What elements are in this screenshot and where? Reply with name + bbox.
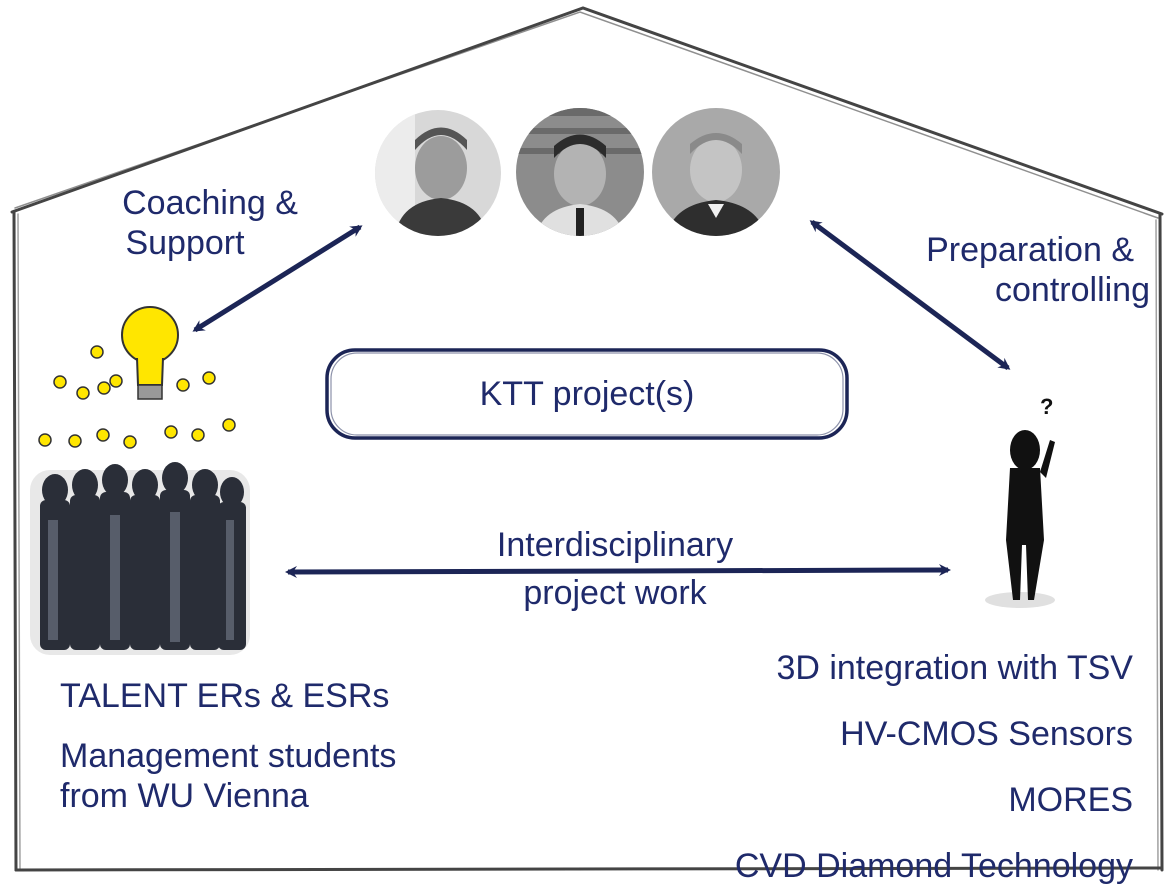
idea-lightbulb-icon	[121, 306, 179, 400]
small-ideas-icon	[38, 345, 236, 449]
right-technology-list: 3D integration with TSV HV-CMOS Sensors …	[620, 646, 1133, 888]
person-photo-1	[375, 110, 501, 236]
house-outline	[10, 6, 1164, 872]
coaching-support-label: Coaching & Support	[90, 183, 330, 263]
ktt-project-label: KTT project(s)	[479, 375, 695, 413]
arrow-coaching	[192, 224, 363, 333]
preparation-line1: Preparation &	[926, 231, 1134, 269]
ktt-box	[325, 348, 849, 440]
interdisciplinary-label: Interdisciplinary project work	[430, 525, 800, 613]
interdisciplinary-line1: Interdisciplinary	[496, 526, 734, 564]
arrows	[192, 219, 1011, 578]
person-photo-3	[652, 108, 780, 236]
person-photo-icon	[652, 108, 780, 236]
arrow-preparation	[809, 219, 1011, 371]
left-group-line3: from WU Vienna	[60, 777, 309, 815]
left-group-line1: TALENT ERs & ESRs	[60, 677, 390, 715]
technology-item: HV-CMOS Sensors	[840, 715, 1133, 753]
preparation-line2: controlling	[995, 271, 1150, 309]
coaching-line1: Coaching &	[122, 184, 298, 222]
person-photo-icon	[375, 110, 501, 236]
svg-text:?: ?	[1040, 394, 1053, 419]
technology-item: CVD Diamond Technology	[734, 847, 1133, 885]
technology-item: MORES	[1008, 781, 1133, 819]
person-photo-2	[516, 108, 644, 236]
person-photo-icon	[516, 108, 644, 236]
preparation-controlling-label: Preparation & controlling	[850, 230, 1150, 310]
crowd-icon	[30, 462, 250, 655]
left-group-line2: Management students	[60, 737, 397, 775]
technology-item: 3D integration with TSV	[776, 649, 1133, 687]
left-group-text: TALENT ERs & ESRs Management students fr…	[60, 676, 396, 816]
arrow-interdisciplinary	[285, 564, 951, 578]
questioning-person-icon: ?	[985, 394, 1055, 608]
coaching-line2: Support	[125, 224, 245, 262]
interdisciplinary-line2: project work	[523, 574, 707, 612]
